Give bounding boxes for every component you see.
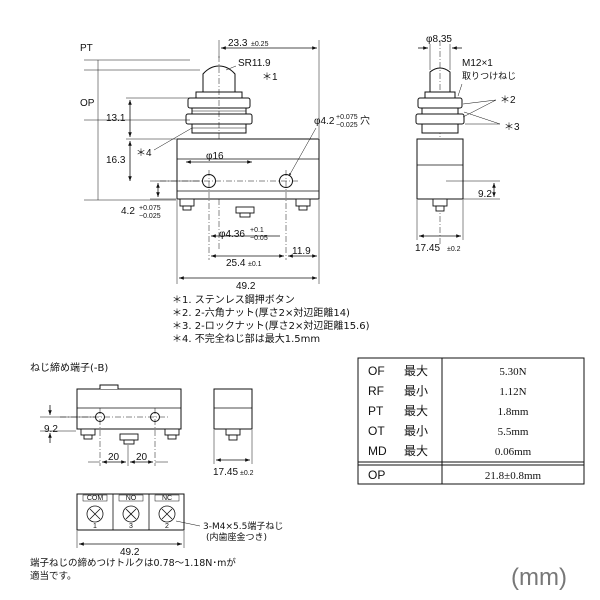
spec-table xyxy=(357,357,585,485)
side-view xyxy=(415,40,501,245)
screw-note: 3-M4×5.5端子ねじ xyxy=(203,520,283,532)
hole-tol-plus: +0.075 xyxy=(336,114,358,121)
label-phi4-36: φ4.36 xyxy=(219,229,245,240)
spec-label-rf: RF xyxy=(368,384,384,398)
dim-49-2: 49.2 xyxy=(236,281,256,292)
label-thread-note: 取りつけねじ xyxy=(462,71,516,82)
spec-value-pt: 1.8mm xyxy=(498,406,529,418)
label-star1: ＊1 xyxy=(262,72,278,83)
screw-note-sub: (内歯座金つき) xyxy=(206,531,267,543)
terminal-no xyxy=(235,206,255,214)
label-star2: ＊2 xyxy=(500,95,516,106)
terminal-screw-icon xyxy=(158,505,176,523)
spec-qual-rf: 最小 xyxy=(404,384,428,398)
spec-value-md: 0.06mm xyxy=(495,446,532,458)
spec-label-ot: OT xyxy=(368,424,385,438)
front-view xyxy=(84,40,320,284)
torque-note-2: 適当です。 xyxy=(30,570,77,582)
spec-label-md: MD xyxy=(368,444,387,458)
spec-value-rf: 1.12N xyxy=(499,386,526,398)
terminal-nc-label: NC xyxy=(162,495,172,502)
dim-13-1: 13.1 xyxy=(106,113,126,124)
spec-qual-ot: 最小 xyxy=(404,424,428,438)
side-plunger xyxy=(429,67,451,93)
dim-4-2: 4.2 xyxy=(121,206,135,217)
side-dim-17-45: 17.45 xyxy=(415,243,440,254)
tol-4-2-minus: −0.025 xyxy=(139,213,161,220)
note-1: ＊1. ステンレス鋼押ボタン xyxy=(172,293,295,306)
switch-body xyxy=(176,138,320,200)
spec-label-op: OP xyxy=(368,468,385,482)
dim-23-3: 23.3 xyxy=(228,38,248,49)
terminal-screw-icon xyxy=(86,505,104,523)
spec-qual-of: 最大 xyxy=(404,364,428,378)
hole-suffix: 穴 xyxy=(360,114,370,127)
label-phi16: φ16 xyxy=(206,151,224,162)
terminal-screw-icon xyxy=(122,505,140,523)
terminal-nc xyxy=(295,198,311,207)
label-op: OP xyxy=(80,98,95,109)
note-3: ＊3. 2-ロックナット(厚さ2×対辺距離15.6) xyxy=(172,319,370,332)
spec-value-of: 5.30N xyxy=(499,366,526,378)
spec-qual-pt: 最大 xyxy=(404,404,428,418)
screw-terminal-title: ねじ締め端子(-B) xyxy=(30,361,108,374)
b-dim-20-b: 20 xyxy=(136,452,148,463)
label-sr: SR11.9 xyxy=(238,58,271,69)
b-body xyxy=(76,388,182,430)
terminal-com-number: 1 xyxy=(93,523,97,530)
label-thread: M12×1 xyxy=(462,58,493,69)
unit-label: (mm) xyxy=(511,564,567,591)
side-dim-9-2: 9.2 xyxy=(478,189,492,200)
terminal-com xyxy=(179,198,195,207)
label-pt: PT xyxy=(80,43,93,54)
spec-value-ot: 5.5mm xyxy=(498,426,529,438)
terminal-no-number: 3 xyxy=(129,523,133,530)
tol-4-36-minus: −0.05 xyxy=(250,235,268,242)
spec-qual-md: 最大 xyxy=(404,444,428,458)
b-dim-9-2: 9.2 xyxy=(44,424,58,435)
note-2: ＊2. 2-六角ナット(厚さ2×対辺距離14) xyxy=(172,306,350,319)
b-tol-17-45: ±0.2 xyxy=(240,470,254,477)
spec-label-of: OF xyxy=(368,364,385,378)
b-dim-49-2: 49.2 xyxy=(120,547,140,558)
label-hole: φ4.2 xyxy=(314,116,335,127)
side-lock-nut xyxy=(415,113,465,125)
side-tol-17-45: ±0.2 xyxy=(447,246,461,253)
side-hex-nut xyxy=(417,97,463,109)
dim-11-9: 11.9 xyxy=(292,246,311,257)
spec-value-op: 21.8±0.8mm xyxy=(485,470,542,482)
side-body xyxy=(416,138,464,200)
dim-16-3: 16.3 xyxy=(106,155,126,166)
label-phi8-35: φ8.35 xyxy=(426,34,452,45)
screw-terminal-view xyxy=(40,384,253,548)
torque-note-1: 端子ねじの締めつけトルクは0.78〜1.18N･mが xyxy=(30,557,236,569)
note-4: ＊4. 不完全ねじ部は最大1.5mm xyxy=(172,332,320,345)
label-star4: ＊4 xyxy=(136,148,152,159)
terminal-nc-number: 2 xyxy=(165,523,169,530)
b-top-view xyxy=(76,493,185,531)
tol-4-2-plus: +0.075 xyxy=(139,205,161,212)
spec-label-pt: PT xyxy=(368,404,384,418)
tol-23-3: ±0.25 xyxy=(251,41,269,48)
hole-tol-minus: −0.025 xyxy=(336,122,358,129)
tol-25-4: ±0.1 xyxy=(248,261,262,268)
tol-4-36-plus: +0.1 xyxy=(250,227,264,234)
terminal-com-label: COM xyxy=(87,495,104,502)
b-dim-17-45: 17.45 xyxy=(213,467,238,478)
label-star3: ＊3 xyxy=(504,122,520,133)
terminal-no-label: NO xyxy=(126,495,137,502)
b-side-body xyxy=(213,388,253,430)
dim-25-4: 25.4 xyxy=(226,258,246,269)
b-dim-20-a: 20 xyxy=(108,452,120,463)
